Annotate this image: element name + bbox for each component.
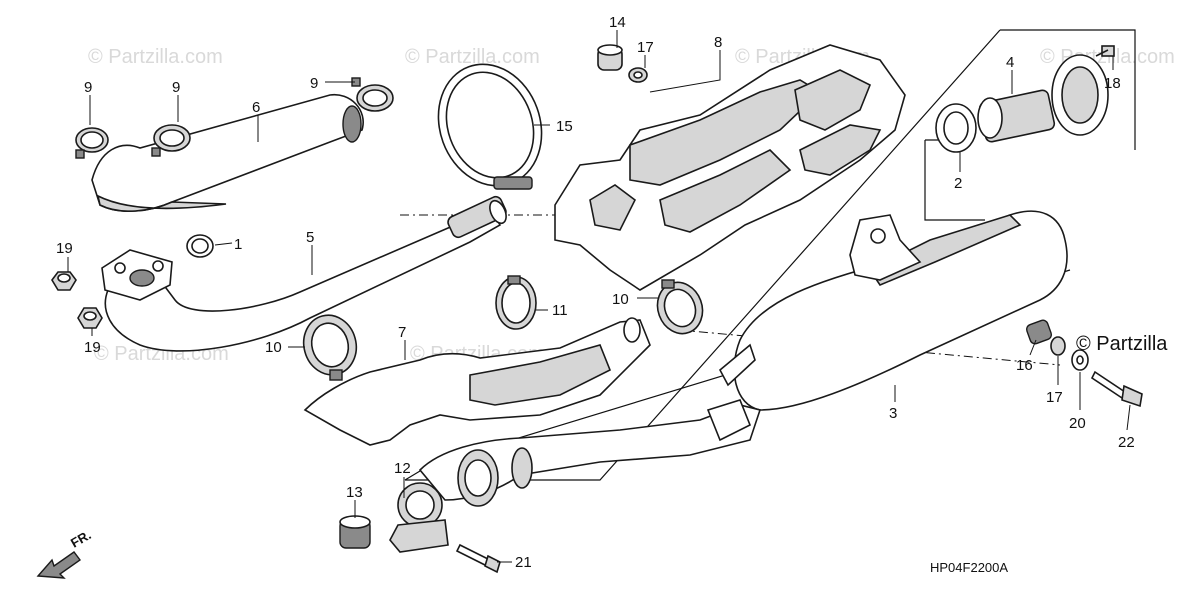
callouts: 9 9 9 6 15 14 17 8 1 5 19 19 10 7 11 10 … [56,14,1135,571]
part-1-gasket [186,234,214,258]
callout-12: 12 [394,460,411,477]
callout-10: 10 [265,339,282,356]
callout-14: 14 [609,14,626,31]
part-4-spark-arrester [977,54,1109,143]
part-18-bolt [1095,45,1115,57]
callout-22: 22 [1118,434,1135,451]
part-20-washer [1071,349,1089,371]
callout-16: 16 [1016,357,1033,374]
part-10-clamp-left [302,314,358,381]
arrow-icon [36,551,81,579]
callout-18: 18 [1104,75,1121,92]
watermark: © Partzilla.com [88,46,223,68]
part-15-band [437,63,543,190]
part-21-bolt [455,543,501,574]
part-10-clamp-right [656,279,704,335]
part-3-muffler [418,210,1068,507]
clamp-9-middle [151,124,191,157]
callout-20: 20 [1069,415,1086,432]
callout-13: 13 [346,484,363,501]
callout-9: 9 [84,79,92,96]
callout-15: 15 [556,118,573,135]
callout-2: 2 [954,175,962,192]
part-16-collar [1025,319,1053,345]
part-13-collar [339,515,371,549]
callout-9: 9 [310,75,318,92]
callout-11: 11 [552,302,568,319]
part-6-upper-pipe [91,93,364,212]
callout-19: 19 [56,240,73,257]
leader-lines [67,30,1131,563]
part-2-gasket [935,103,977,153]
nut-19-lower [77,307,103,329]
part-5-exhaust-pipe [101,195,507,352]
callout-9: 9 [172,79,180,96]
callout-4: 4 [1006,54,1014,71]
diagram-code: HP04F2200A [930,560,1008,575]
part-17-washer-upper [628,67,648,83]
clamp-9-left [75,127,109,159]
callout-19: 19 [84,339,101,356]
part-7-lower-shield [303,317,651,446]
nut-19-upper [51,271,77,291]
callout-10: 10 [612,291,629,308]
watermark: © Partzilla.com [405,46,540,68]
callout-6: 6 [252,99,260,116]
part-17-washer-lower [1050,336,1066,356]
callout-8: 8 [714,34,722,51]
front-direction-indicator: FR. [36,527,94,579]
callout-7: 7 [398,324,406,341]
callout-5: 5 [306,229,314,246]
callout-21: 21 [515,554,532,571]
part-12-bracket-clamp [389,482,449,553]
part-14-grommet [597,44,623,71]
clamp-9-right [351,77,394,112]
copyright-notice: © Partzilla [1076,333,1168,355]
part-8-heat-shield [554,44,906,291]
callout-3: 3 [889,405,897,422]
part-22-bolt [1090,370,1143,408]
callout-1: 1 [234,236,242,253]
callout-17: 17 [637,39,654,56]
callout-17: 17 [1046,389,1063,406]
part-11-clamp [495,275,537,330]
direction-label: FR. [68,527,94,550]
